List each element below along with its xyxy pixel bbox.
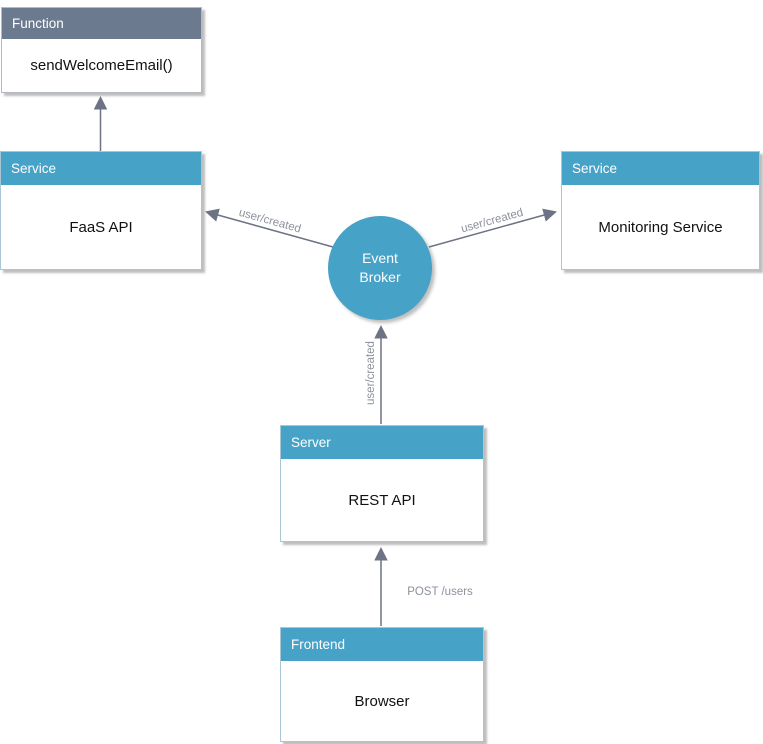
node-event-broker[interactable]: Event Broker [328,216,432,320]
edge-label-broker-to-monitoring: user/created [460,207,525,236]
node-frontend-label: Browser [281,661,483,741]
node-server-header: Server [281,426,483,459]
node-service-faas[interactable]: Service FaaS API [0,151,202,270]
node-service-faas-label: FaaS API [1,185,201,269]
event-broker-label-line2: Broker [359,269,401,285]
node-function[interactable]: Function sendWelcomeEmail() [1,7,202,93]
node-service-monitoring-label: Monitoring Service [562,185,759,269]
edge-label-server-to-broker: user/created [365,341,377,405]
edge-label-broker-to-faas: user/created [237,207,302,236]
node-frontend[interactable]: Frontend Browser [280,627,484,742]
edge-broker-to-faas [205,208,334,248]
node-server[interactable]: Server REST API [280,425,484,542]
edge-label-frontend-to-server: POST /users [407,586,473,598]
node-server-label: REST API [281,459,483,541]
node-function-label: sendWelcomeEmail() [2,39,201,92]
edge-broker-to-monitoring [428,208,557,248]
node-frontend-header: Frontend [281,628,483,661]
node-service-monitoring[interactable]: Service Monitoring Service [561,151,760,270]
node-service-faas-header: Service [1,152,201,185]
event-broker-label-line1: Event [362,250,398,266]
node-function-header: Function [2,8,201,39]
node-service-monitoring-header: Service [562,152,759,185]
